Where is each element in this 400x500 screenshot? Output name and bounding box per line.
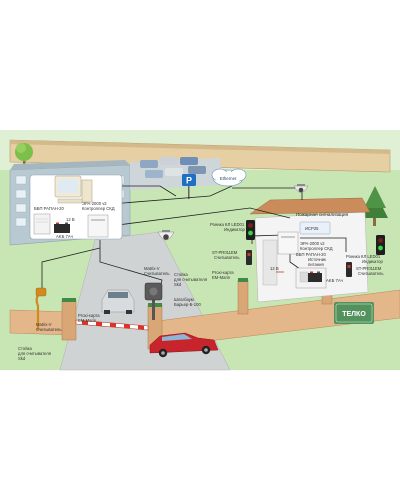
traffic-light-bottom-subtitle: Индикатор xyxy=(362,259,383,264)
stand-center-line-3: Skd xyxy=(174,282,182,287)
matrix-reader-center xyxy=(144,282,163,320)
checkpoint-controller-label: ЭРА-2000 v2 xyxy=(300,241,325,246)
panel-model-label: ИСР25 xyxy=(305,226,319,231)
fence-post xyxy=(61,299,77,341)
parking-sign-letter: P xyxy=(186,176,192,186)
stand-center-line-1: Стойка xyxy=(174,272,188,277)
gate-controller-label: ЭРА-2000 v2 xyxy=(82,201,107,206)
barrier-model: Барьер-Б-100 xyxy=(174,302,201,307)
checkpoint-ups-label: ББП РАПАН-20 xyxy=(296,252,326,257)
barrier-arm xyxy=(75,319,149,331)
parked-car xyxy=(160,157,178,165)
computer-monitor-icon xyxy=(54,175,93,204)
matrix-reader-left-subtitle: Считыватель xyxy=(36,327,62,332)
gate-controller-subtitle: Контроллер СКД xyxy=(82,206,115,211)
fire-alarm-panel: ИСР25 xyxy=(299,221,331,235)
gate-post-panel: ББП РАПАН-20 ЭРА-2000 v2 Контроллер СКД … xyxy=(29,174,123,240)
parked-car xyxy=(145,170,163,178)
ethernet-cloud: Ethernet xyxy=(211,168,247,187)
gate-ups-label: ББП РАПАН-20 xyxy=(34,206,64,211)
checkpoint-battery-voltage: 12 В xyxy=(270,266,279,271)
stand-left-line-3: Skd xyxy=(18,356,26,361)
matrix-reader-left xyxy=(35,287,47,330)
parking-lot xyxy=(130,157,222,190)
traffic-light-top xyxy=(246,220,255,240)
telko-logo: ТЕЛКО xyxy=(334,302,374,324)
traffic-light-top-label: Роника КЛ LED01 xyxy=(210,222,245,227)
checkpoint-battery-label: AKБ 7Ач xyxy=(326,278,343,283)
reader-bottom-label: ST-PR011EM xyxy=(356,266,382,271)
red-car xyxy=(149,332,219,358)
proxy-card-left-subtitle: EM-Marin xyxy=(78,318,97,323)
dome-camera-outdoor xyxy=(293,184,309,193)
card-reader-top xyxy=(246,250,252,265)
parked-car xyxy=(188,166,206,174)
barrier-title: Шлагбаум xyxy=(174,297,194,302)
battery-icon-checkpoint xyxy=(308,271,322,282)
checkpoint-controller-subtitle: Контроллер СКД xyxy=(300,246,333,251)
fire-panel-label: Пожарная сигнализация xyxy=(296,212,349,217)
checkpoint-proxy-card-subtitle: EM-Marin xyxy=(212,275,231,280)
traffic-light-bottom xyxy=(376,235,385,255)
logo-text: ТЕЛКО xyxy=(342,311,366,318)
ethernet-label: Ethernet xyxy=(220,176,237,181)
stand-left-line-2: для считывателя xyxy=(18,351,51,356)
reader-top-label: ST-PR011EM xyxy=(212,250,238,255)
proxy-card-left-label: Proxi-карта xyxy=(78,313,100,318)
battery-icon-gate xyxy=(54,222,70,233)
fence-post xyxy=(237,279,249,315)
reader-bottom-subtitle: Считыватель xyxy=(358,271,384,276)
checkpoint-proxy-card-label: Proxi-карта xyxy=(212,270,234,275)
ups-box-gate xyxy=(33,213,51,235)
fence-post xyxy=(62,298,76,302)
fence-post xyxy=(238,278,248,282)
gate-battery-label: AKБ 7Ач xyxy=(56,234,73,239)
parked-car xyxy=(180,157,198,165)
dome-camera-gate xyxy=(157,230,175,241)
checkpoint-doorway xyxy=(262,239,278,286)
matrix-reader-left-label: Matrix-V xyxy=(36,322,52,327)
matrix-reader-center-label: Matrix-V xyxy=(144,266,160,271)
silver-car xyxy=(101,289,135,314)
stand-center-line-2: для считывателя xyxy=(174,277,207,282)
controller-box-gate xyxy=(87,214,109,238)
parked-car xyxy=(140,160,158,168)
matrix-reader-center-subtitle: Считыватель xyxy=(144,271,170,276)
card-reader-bottom xyxy=(346,262,352,277)
stand-left-line-1: Стойка xyxy=(18,346,32,351)
parking-sign: P xyxy=(182,174,196,199)
gate-battery-voltage: 12 В xyxy=(66,217,75,222)
checkpoint-ups-line-2: Источник xyxy=(308,257,326,262)
reader-top-subtitle: Считыватель xyxy=(214,255,240,260)
traffic-light-bottom-label: Роника КЛ LED01 xyxy=(346,254,381,259)
parked-car xyxy=(165,168,183,176)
traffic-light-top-subtitle: Индикатор xyxy=(224,227,245,232)
controller-box-checkpoint xyxy=(277,231,299,255)
checkpoint-ups-line-3: питания xyxy=(308,262,324,267)
